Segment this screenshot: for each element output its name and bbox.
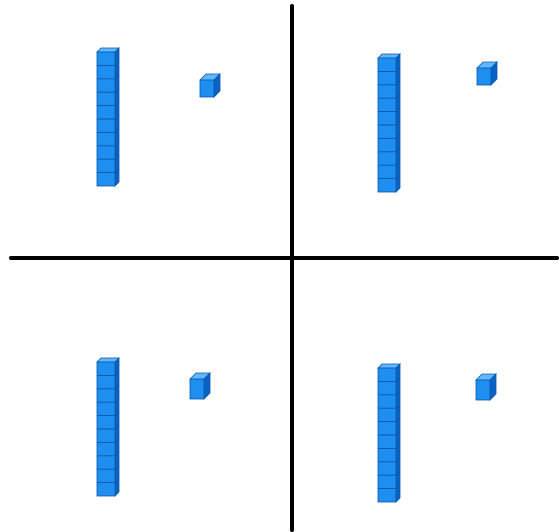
one-cube: [476, 374, 496, 400]
one-cube: [200, 74, 220, 97]
ten-rod: [378, 54, 400, 192]
ten-rod: [97, 48, 119, 186]
ten-rod: [97, 358, 119, 496]
one-cube-front: [200, 80, 214, 97]
ten-rod: [378, 364, 400, 502]
one-cube: [477, 62, 497, 85]
one-cube: [190, 373, 210, 399]
one-cube-front: [476, 380, 490, 400]
one-cube-front: [477, 68, 491, 85]
one-cube-front: [190, 379, 204, 399]
